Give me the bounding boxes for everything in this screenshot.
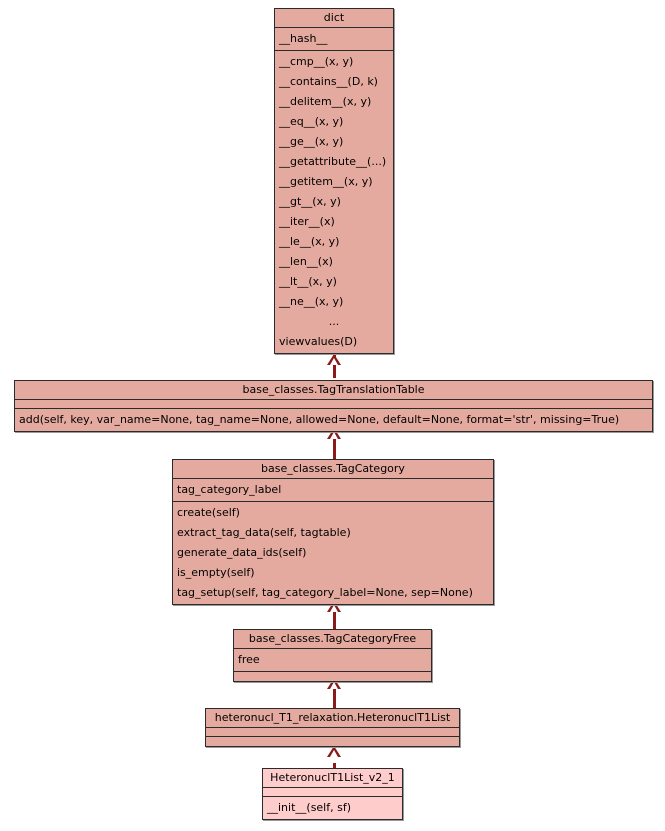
method-row: __ne__(x, y) — [279, 295, 344, 308]
uml-class-tagcategory[interactable]: base_classes.TagCategory tag_category_la… — [172, 459, 494, 605]
class-name-heteronuclt1list-v2-1: HeteronuclT1List_v2_1 — [263, 769, 402, 788]
method-row: __iter__(x) — [279, 215, 335, 228]
uml-class-tagtranslationtable[interactable]: base_classes.TagTranslationTable add(sel… — [14, 380, 653, 432]
method-row: __delitem__(x, y) — [279, 95, 372, 108]
inheritance-arrowhead-inner — [330, 432, 338, 439]
attributes-compartment-tagcategoryfree: free — [234, 649, 431, 672]
method-row: add(self, key, var_name=None, tag_name=N… — [19, 413, 620, 426]
edge-line — [333, 604, 336, 629]
method-row: __getattribute__(...) — [279, 155, 387, 168]
attributes-compartment-tagcategory: tag_category_label — [173, 479, 493, 502]
attribute-row: tag_category_label — [177, 483, 282, 496]
attribute-row: __hash__ — [279, 32, 328, 45]
method-row: viewvalues(D) — [279, 335, 358, 348]
class-name-heteronuclt1list: heteronucl_T1_relaxation.HeteronuclT1Lis… — [206, 709, 459, 728]
method-row: generate_data_ids(self) — [177, 546, 307, 559]
method-row: create(self) — [177, 506, 240, 519]
method-row: __ge__(x, y) — [279, 135, 344, 148]
class-name-tagcategory: base_classes.TagCategory — [173, 460, 493, 479]
attributes-compartment-heteronuclt1list — [206, 728, 459, 737]
method-row: __gt__(x, y) — [279, 195, 341, 208]
method-row: is_empty(self) — [177, 566, 255, 579]
attributes-compartment-heteronuclt1list-v2-1 — [263, 788, 402, 797]
method-row: extract_tag_data(self, tagtable) — [177, 526, 351, 539]
method-row: __lt__(x, y) — [279, 275, 337, 288]
uml-class-heteronuclt1list-v2-1[interactable]: HeteronuclT1List_v2_1 __init__(self, sf) — [262, 768, 403, 820]
edge-line — [333, 687, 336, 708]
method-row-ellipsis: ... — [328, 315, 340, 328]
uml-class-heteronuclt1list[interactable]: heteronucl_T1_relaxation.HeteronuclT1Lis… — [205, 708, 460, 747]
attributes-compartment-dict: __hash__ — [275, 28, 393, 51]
uml-class-dict[interactable]: dict __hash__ __cmp__(x, y) __contains__… — [274, 8, 394, 354]
uml-class-tagcategoryfree[interactable]: base_classes.TagCategoryFree free — [233, 629, 432, 682]
method-row: __len__(x) — [279, 255, 333, 268]
methods-compartment-heteronuclt1list-v2-1: __init__(self, sf) — [263, 797, 402, 819]
method-row: __cmp__(x, y) — [279, 55, 354, 68]
method-row: __contains__(D, k) — [279, 75, 378, 88]
methods-compartment-tagcategory: create(self) extract_tag_data(self, tagt… — [173, 502, 493, 604]
methods-compartment-tagcategoryfree — [234, 672, 431, 681]
inheritance-arrowhead-inner — [330, 605, 338, 612]
methods-compartment-tagtranslationtable: add(self, key, var_name=None, tag_name=N… — [15, 409, 652, 431]
inheritance-arrowhead-inner — [330, 750, 338, 757]
methods-compartment-heteronuclt1list — [206, 737, 459, 746]
inheritance-arrowhead-inner — [330, 682, 338, 689]
method-row: __eq__(x, y) — [279, 115, 344, 128]
methods-compartment-dict: __cmp__(x, y) __contains__(D, k) __delit… — [275, 51, 393, 353]
edge-line — [333, 354, 336, 378]
method-row: __init__(self, sf) — [267, 801, 352, 814]
class-name-tagtranslationtable: base_classes.TagTranslationTable — [15, 381, 652, 400]
inheritance-arrowhead-inner — [330, 358, 338, 365]
method-row: __getitem__(x, y) — [279, 175, 373, 188]
class-name-tagcategoryfree: base_classes.TagCategoryFree — [234, 630, 431, 649]
edge-line — [333, 430, 336, 459]
attribute-row: free — [238, 653, 260, 666]
method-row: __le__(x, y) — [279, 235, 340, 248]
class-name-dict: dict — [275, 9, 393, 28]
attributes-compartment-tagtranslationtable — [15, 400, 652, 409]
method-row: tag_setup(self, tag_category_label=None,… — [177, 586, 473, 599]
